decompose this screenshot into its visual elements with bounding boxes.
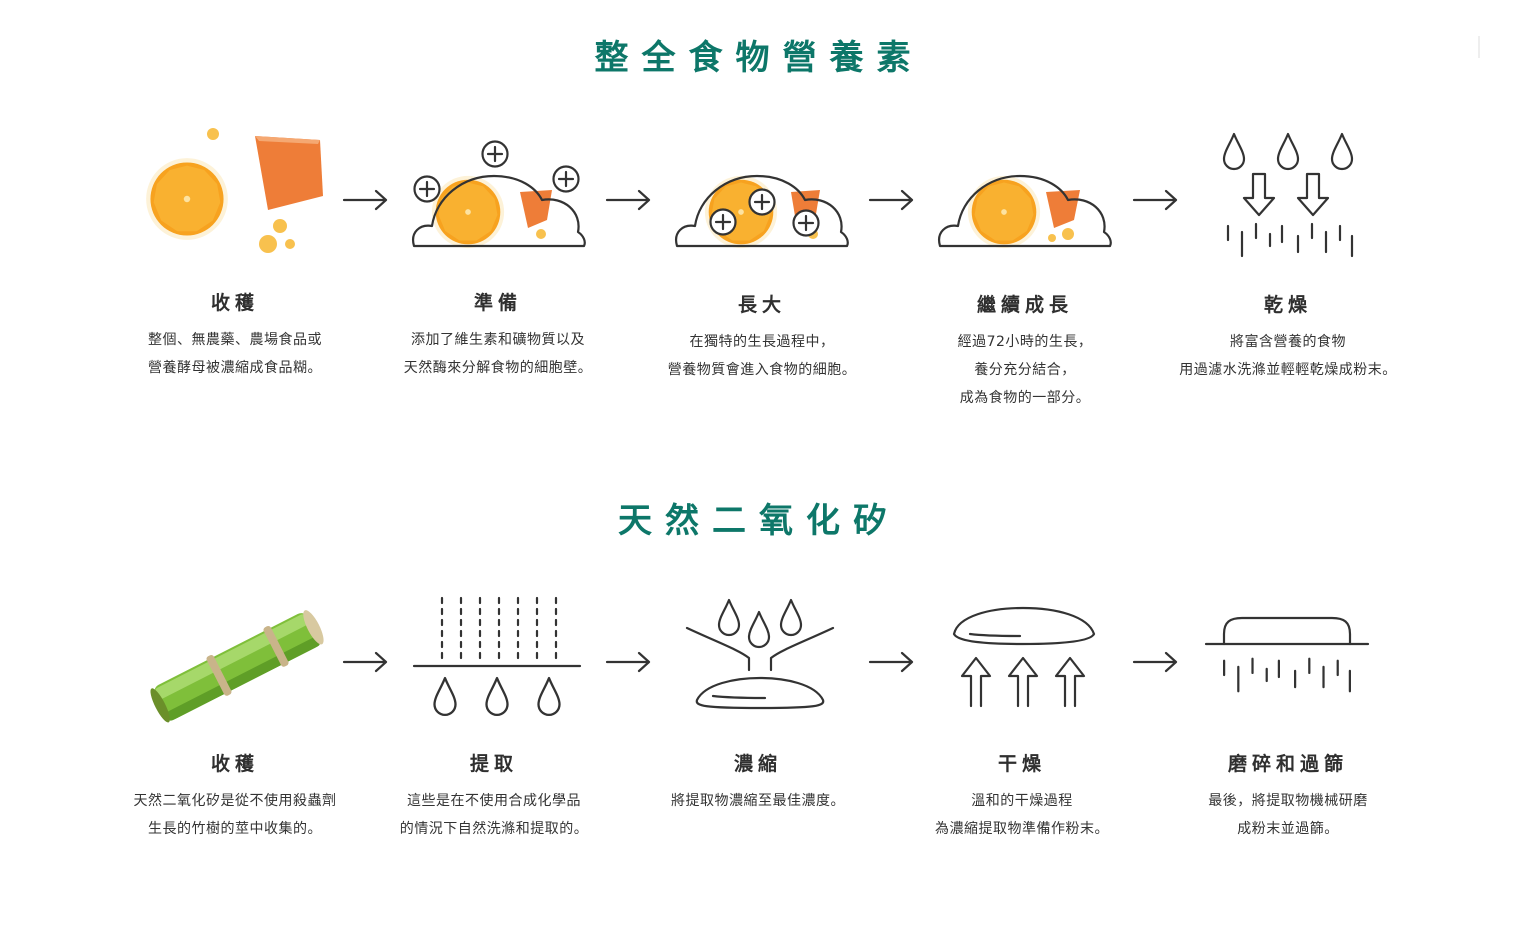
drying-drops-icon [1222, 132, 1354, 258]
step-description: 在獨特的生長過程中， 營養物質會進入食物的細胞。 [632, 328, 892, 384]
bamboo-stem-icon [150, 610, 324, 723]
desc-line: 整個、無農藥、農場食品或 [148, 332, 322, 348]
desc-line: 將富含營養的食物 [1230, 334, 1346, 350]
step-name: 干燥 [997, 753, 1046, 775]
desc-line: 這些是在不使用合成化學品 [407, 793, 581, 809]
dome-with-plus-icon [412, 140, 586, 249]
step-description: 最後，將提取物機械研磨 成粉末並過篩。 [1158, 787, 1418, 843]
arrow-right-icon [342, 651, 388, 673]
desc-line: 在獨特的生長過程中， [689, 334, 835, 350]
step-description: 整個、無農藥、農場食品或 營養酵母被濃縮成食品糊。 [105, 326, 365, 382]
step-description: 經過72小時的生長， 養分充分結合， 成為食物的一部分。 [895, 328, 1155, 412]
desc-line: 天然二氧化矽是從不使用殺蟲劑 [133, 793, 337, 809]
step-description: 將提取物濃縮至最佳濃度。 [628, 787, 888, 815]
step-description: 將富含營養的食物 用過濾水洗滌並輕輕乾燥成粉末。 [1158, 328, 1418, 384]
arrow-right-icon [605, 651, 651, 673]
desc-line: 成粉末並過篩。 [1237, 821, 1339, 837]
desc-line: 將提取物濃縮至最佳濃度。 [671, 793, 845, 809]
section1-step-1: 收穫 整個、無農藥、農場食品或 營養酵母被濃縮成食品糊。 [105, 288, 365, 382]
desc-line: 為濃縮提取物準備作粉末。 [935, 821, 1109, 837]
desc-line: 天然酶來分解食物的細胞壁。 [403, 360, 593, 376]
step-name: 收穫 [210, 753, 259, 775]
desc-line: 最後，將提取物機械研磨 [1208, 793, 1368, 809]
grind-sieve-icon [1204, 616, 1370, 693]
orange-and-squash-icon [146, 128, 323, 253]
arrow-right-icon [605, 189, 651, 211]
dome-absorbing-plus-icon [675, 174, 849, 249]
arrow-right-icon [1132, 651, 1178, 673]
section1-step-2: 準備 添加了維生素和礦物質以及 天然酶來分解食物的細胞壁。 [368, 288, 628, 382]
step-description: 溫和的干燥過程 為濃縮提取物準備作粉末。 [892, 787, 1152, 843]
desc-line: 經過72小時的生長， [957, 334, 1093, 350]
step-name: 準備 [473, 292, 522, 314]
section2-step-4: 干燥 溫和的干燥過程 為濃縮提取物準備作粉末。 [892, 749, 1152, 843]
step-name: 長大 [737, 294, 786, 316]
desc-line: 營養酵母被濃縮成食品糊。 [148, 360, 322, 376]
scroll-edge-mark [1478, 36, 1480, 58]
section1-step-5: 乾燥 將富含營養的食物 用過濾水洗滌並輕輕乾燥成粉末。 [1158, 290, 1418, 384]
section1-title: 整全食物營養素 [594, 38, 924, 78]
step-name: 乾燥 [1263, 294, 1312, 316]
dome-with-food-icon [938, 174, 1112, 249]
section2-step-2: 提取 這些是在不使用合成化學品 的情況下自然洗滌和提取的。 [364, 749, 624, 843]
desc-line: 溫和的干燥過程 [971, 793, 1073, 809]
desc-line: 的情況下自然洗滌和提取的。 [399, 821, 589, 837]
step-description: 這些是在不使用合成化學品 的情況下自然洗滌和提取的。 [364, 787, 624, 843]
step-name: 繼續成長 [976, 294, 1073, 316]
step-description: 天然二氧化矽是從不使用殺蟲劑 生長的竹樹的莖中收集的。 [105, 787, 365, 843]
section1-step-3: 長大 在獨特的生長過程中， 營養物質會進入食物的細胞。 [632, 290, 892, 384]
arrow-right-icon [1132, 189, 1178, 211]
desc-line: 生長的竹樹的莖中收集的。 [148, 821, 322, 837]
arrow-right-icon [868, 189, 914, 211]
desc-line: 成為食物的一部分。 [959, 390, 1091, 406]
section2-step-1: 收穫 天然二氧化矽是從不使用殺蟲劑 生長的竹樹的莖中收集的。 [105, 749, 365, 843]
desc-line: 用過濾水洗滌並輕輕乾燥成粉末。 [1179, 362, 1397, 378]
rising-heat-icon [952, 606, 1096, 708]
desc-line: 營養物質會進入食物的細胞。 [667, 362, 857, 378]
section1-step-4: 繼續成長 經過72小時的生長， 養分充分結合， 成為食物的一部分。 [895, 290, 1155, 412]
step-name: 收穫 [210, 292, 259, 314]
step-name: 磨碎和過篩 [1227, 753, 1348, 775]
arrow-right-icon [342, 189, 388, 211]
funnel-concentrate-icon [685, 598, 835, 710]
desc-line: 添加了維生素和礦物質以及 [411, 332, 585, 348]
step-description: 添加了維生素和礦物質以及 天然酶來分解食物的細胞壁。 [368, 326, 628, 382]
section2-title: 天然二氧化矽 [618, 501, 900, 541]
desc-line: 養分充分結合， [974, 362, 1076, 378]
arrow-right-icon [868, 651, 914, 673]
section2-step-3: 濃縮 將提取物濃縮至最佳濃度。 [628, 749, 888, 815]
step-name: 提取 [469, 753, 518, 775]
section2-step-5: 磨碎和過篩 最後，將提取物機械研磨 成粉末並過篩。 [1158, 749, 1418, 843]
washing-filter-icon [412, 596, 582, 717]
step-name: 濃縮 [733, 753, 782, 775]
